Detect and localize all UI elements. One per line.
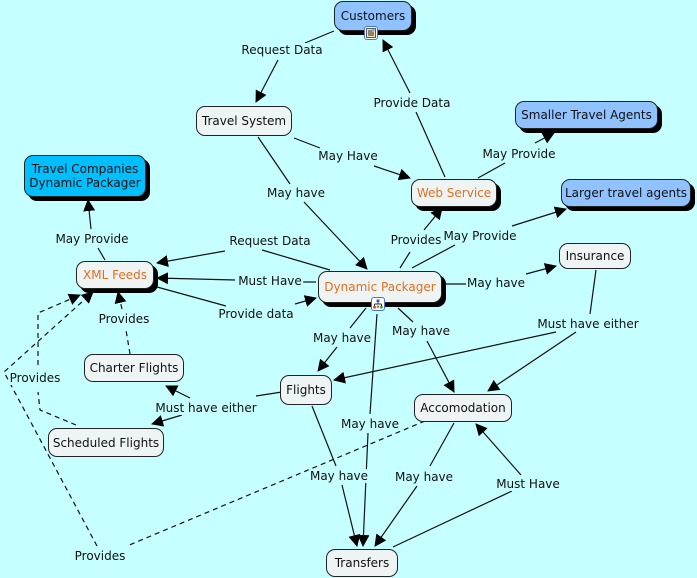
edge-dp-mayprovide2: [411, 244, 456, 269]
edge-dp-request2: [261, 249, 331, 271]
edge-mayprovide2-larger: [511, 206, 567, 227]
edge-request-travelsystem: [255, 59, 279, 103]
edge-provides-xml: [114, 291, 127, 310]
link-label-may-provide: May Provide: [481, 147, 557, 161]
edge-provides-ws: [423, 207, 443, 231]
edge-webservice-providedata: [415, 111, 446, 178]
concept-travel-companies-dynamic-packager[interactable]: Travel Companies Dynamic Packager: [24, 155, 146, 197]
link-label-request-data: Request Data: [240, 43, 324, 57]
concept-label: Larger travel agents: [564, 186, 688, 200]
link-label-provide-data: Provide data: [217, 307, 295, 321]
concept-label: Scheduled Flights: [52, 435, 160, 450]
edge-customers-request: [304, 30, 335, 44]
concept-label: Flights: [286, 383, 326, 397]
edge-provides-bottom-xml: [3, 291, 98, 547]
edge-provides-left-xml: [37, 293, 81, 365]
link-label-may-have: May have: [465, 276, 527, 290]
concept-dynamic-packager[interactable]: Dynamic Packager: [318, 271, 442, 303]
concept-larger-travel-agents[interactable]: Larger travel agents: [561, 179, 691, 207]
link-label-provides: Provides: [389, 233, 443, 247]
concept-insurance[interactable]: Insurance: [559, 243, 631, 269]
concept-travel-system[interactable]: Travel System: [196, 106, 292, 136]
link-label-request-data: Request Data: [228, 234, 312, 248]
concept-xml-feeds[interactable]: XML Feeds: [76, 261, 154, 289]
concept-label: Accomodation: [420, 401, 506, 415]
link-label-provides: Provides: [8, 371, 62, 385]
edge-tr-musthave2: [392, 490, 513, 548]
link-label-may-provide: May Provide: [442, 229, 518, 243]
concept-smaller-travel-agents[interactable]: Smaller Travel Agents: [515, 101, 658, 129]
edge-fl-musteither2: [255, 391, 283, 397]
concept-label: Insurance: [565, 249, 625, 263]
concept-label: XML Feeds: [83, 268, 147, 282]
edge-mayhave4-fl: [317, 346, 338, 372]
edge-ts-mayhave2: [257, 136, 291, 185]
edge-musteither2-sched: [151, 414, 183, 427]
link-label-must-have-either: Must have either: [536, 317, 640, 331]
edge-mayhave2-dp: [303, 201, 368, 270]
edge-mayhave5-acc: [426, 340, 455, 393]
edge-dp-provides: [399, 251, 411, 269]
concept-label: Customers: [340, 9, 406, 23]
edge-request2-xml: [156, 250, 226, 267]
concept-label: Dynamic Packager: [324, 280, 436, 294]
concept-web-service[interactable]: Web Service: [411, 179, 497, 207]
link-label-may-have: May Have: [317, 149, 379, 163]
link-label-provides: Provides: [97, 312, 151, 326]
edge-mayhave3-ins: [525, 263, 557, 275]
submap-hierarchy-icon[interactable]: [371, 297, 385, 311]
concept-label: Web Service: [416, 186, 492, 200]
edge-sched-provides-left: [37, 391, 77, 426]
concept-label: Travel System: [201, 114, 287, 128]
link-label-may-have: May have: [393, 470, 455, 484]
edge-acc-provides-bottom: [126, 420, 426, 547]
edge-mayprovide-tc: [83, 199, 96, 230]
edge-fl-mayhave7: [311, 405, 337, 467]
concept-scheduled-flights[interactable]: Scheduled Flights: [48, 428, 164, 457]
edge-ts-mayhave: [293, 137, 321, 149]
edge-mayhave8-tr: [374, 485, 418, 547]
edge-musthave-xml: [156, 272, 236, 285]
edge-acc-mayhave8: [429, 422, 455, 467]
edge-dp-mayhave5: [397, 307, 414, 323]
concept-flights[interactable]: Flights: [280, 375, 332, 405]
edge-ins-musteither: [589, 269, 597, 315]
edge-ws-mayprovide: [477, 162, 506, 179]
edge-mayhave6-tr: [357, 432, 370, 547]
concept-label: Charter Flights: [89, 361, 179, 375]
edge-xml-mayprovide: [97, 247, 106, 261]
edge-providedata-dp: [294, 295, 317, 307]
link-label-must-have: Must Have: [237, 274, 303, 288]
edge-musteither-acc: [487, 331, 577, 392]
link-label-provide-data: Provide Data: [372, 96, 452, 110]
link-label-provides: Provides: [73, 549, 127, 563]
link-label-may-have: May have: [390, 324, 452, 338]
link-label-must-have-either: Must have either: [154, 401, 258, 415]
edge-mayprovide-smaller: [534, 132, 555, 144]
concept-label: Smaller Travel Agents: [521, 108, 652, 122]
edge-mayhave-ws: [373, 165, 411, 181]
edge-musthave2-acc: [475, 423, 522, 476]
concept-label: Transfers: [334, 556, 390, 570]
concept-label-line2: Dynamic Packager: [29, 176, 141, 190]
link-label-must-have: Must Have: [495, 477, 561, 491]
link-label-may-have: May have: [265, 186, 327, 200]
concept-accomodation[interactable]: Accomodation: [414, 394, 512, 422]
edge-xml-providedata: [156, 286, 227, 307]
edge-charter-provides: [125, 329, 131, 355]
concept-transfers[interactable]: Transfers: [326, 549, 398, 577]
edge-dp-mayhave4: [349, 307, 367, 329]
link-label-may-have: May have: [311, 331, 373, 345]
link-label-may-have: May have: [339, 417, 401, 431]
edge-mayhave7-tr: [341, 484, 361, 547]
concept-charter-flights[interactable]: Charter Flights: [84, 354, 184, 382]
link-label-may-provide: May Provide: [54, 232, 130, 246]
edge-musteither-fl: [333, 331, 557, 384]
document-image-icon[interactable]: [364, 26, 378, 40]
edge-providedata-customers: [382, 39, 411, 94]
concept-label-line1: Travel Companies: [31, 162, 139, 176]
edge-dp-mayhave6: [369, 313, 378, 415]
edge-musteither2-charter: [165, 385, 191, 399]
link-label-may-have: May have: [308, 469, 370, 483]
